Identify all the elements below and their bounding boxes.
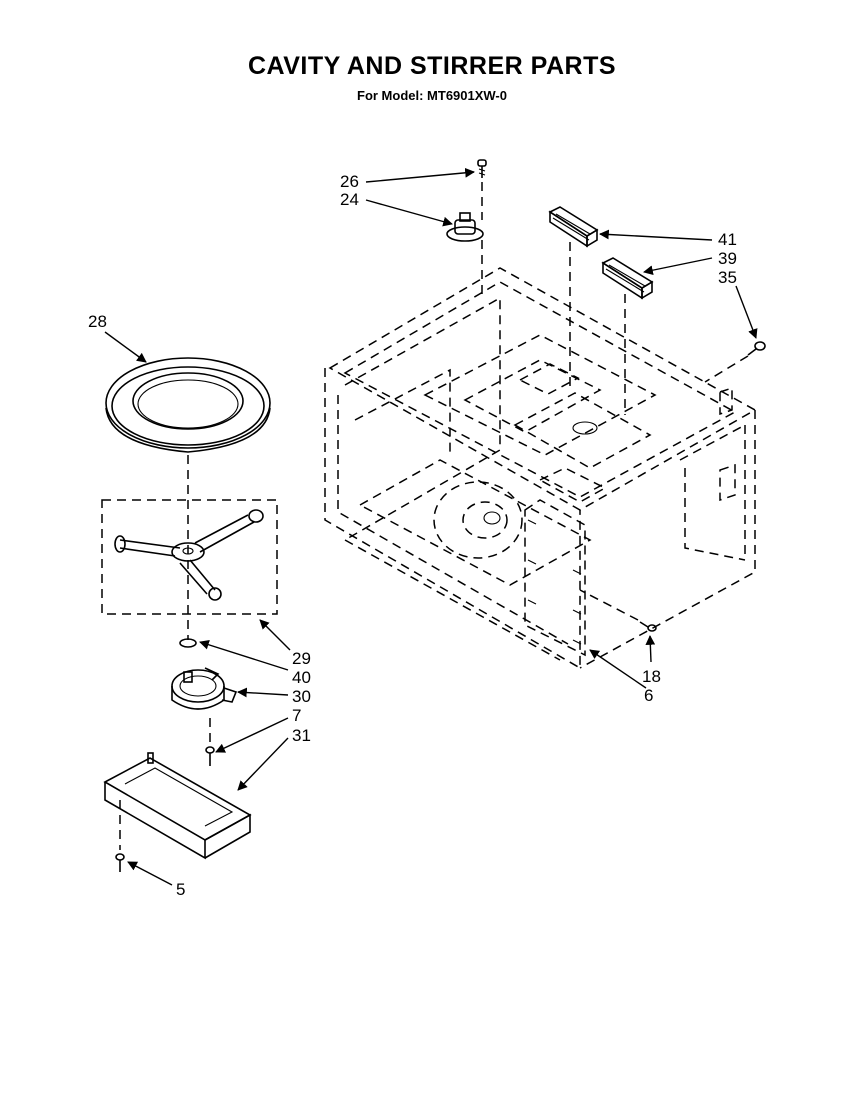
callout-30: 30 [292,687,311,706]
part-41-cover [548,206,599,390]
part-18-screw [579,589,657,632]
part-29-roller-guide-assembly [101,455,278,640]
callout-35: 35 [718,268,737,287]
callout-26: 26 [340,172,359,191]
callout-40: 40 [292,668,311,687]
callout-labels: 26 24 41 39 35 28 29 40 30 7 31 18 6 5 [88,172,737,899]
callout-6: 6 [644,686,653,705]
cavity-assembly [324,267,757,670]
part-30-motor [171,667,238,710]
callout-7: 7 [292,706,301,725]
callout-41: 41 [718,230,737,249]
part-5-screw [115,853,125,872]
callout-31: 31 [292,726,311,745]
part-24-thermal-cutout [446,212,484,300]
part-7-screw [205,718,215,766]
callout-29: 29 [292,649,311,668]
page-title: CAVITY AND STIRRER PARTS [247,52,617,80]
part-35-screw [704,341,766,383]
part-31-motor-cover [103,752,252,860]
callout-39: 39 [718,249,737,268]
part-28-glass-tray [105,357,271,453]
part-39-cover [601,257,654,415]
model-subtitle: For Model: MT6901XW-0 [357,88,507,103]
callout-28: 28 [88,312,107,331]
leader-lines [104,167,758,886]
part-40-washer [179,638,197,648]
callout-24: 24 [340,190,359,209]
callout-18: 18 [642,667,661,686]
callout-5: 5 [176,880,185,899]
part-26-screw [477,159,487,220]
